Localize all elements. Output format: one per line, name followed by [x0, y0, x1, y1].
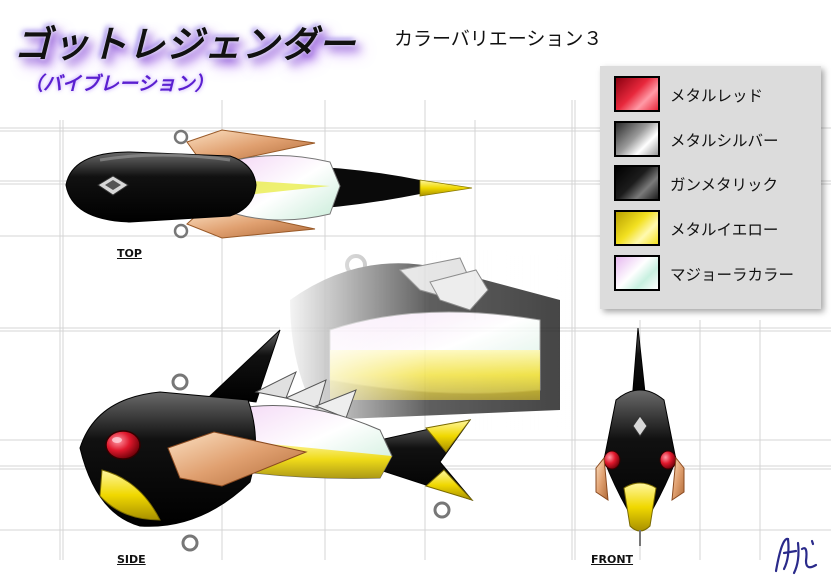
legend-label: メタルレッド	[670, 87, 764, 105]
closeup-detail	[280, 250, 580, 430]
legend-label: メタルシルバー	[670, 132, 779, 150]
legend-item-metal-yellow: メタルイエロー	[614, 210, 814, 250]
swatch-majora-color	[614, 255, 660, 291]
side-view-lure	[79, 329, 474, 552]
legend-item-majora-color: マジョーラカラー	[614, 255, 814, 295]
side-view-label: SIDE	[117, 553, 146, 566]
page-title: ゴットレジェンダー	[14, 23, 356, 66]
top-view-lure	[65, 129, 473, 239]
page-subtitle: （バイブレーション）	[24, 73, 214, 95]
variation-heading: カラーバリエーション３	[394, 28, 603, 50]
legend-label: ガンメタリック	[670, 176, 779, 194]
legend-item-metal-silver: メタルシルバー	[614, 121, 814, 161]
legend-label: マジョーラカラー	[670, 266, 795, 284]
legend-item-metal-red: メタルレッド	[614, 76, 814, 116]
swatch-metal-silver	[614, 121, 660, 157]
front-view-lure	[595, 327, 685, 546]
swatch-metal-yellow	[614, 210, 660, 246]
artist-signature	[774, 537, 818, 575]
swatch-gun-metallic	[614, 165, 660, 201]
top-view-label: TOP	[117, 247, 142, 260]
legend-item-gun-metallic: ガンメタリック	[614, 165, 814, 205]
legend-label: メタルイエロー	[670, 221, 779, 239]
front-view-label: FRONT	[591, 553, 634, 566]
color-legend: メタルレッド メタルシルバー ガンメタリック メタルイエロー マジョーラカラー	[600, 66, 821, 309]
swatch-metal-red	[614, 76, 660, 112]
